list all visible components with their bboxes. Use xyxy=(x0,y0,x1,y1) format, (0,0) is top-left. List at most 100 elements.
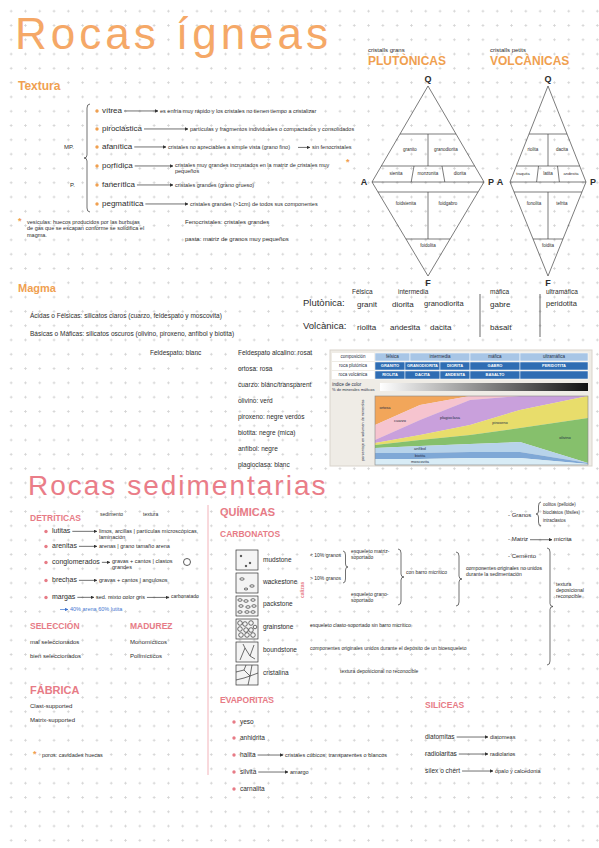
arrow xyxy=(144,128,188,129)
limestone-texture xyxy=(240,555,242,557)
chart-label: moscovita xyxy=(411,460,429,465)
note-text: oolitos (pelloide) xyxy=(543,502,576,507)
photo-table xyxy=(440,371,470,379)
section-heading: CARBONATOS xyxy=(220,530,280,540)
note-text: mal seleccionados xyxy=(30,639,79,646)
note-text: peridotita xyxy=(546,300,577,309)
vertex-label: Q xyxy=(424,74,431,84)
note-text: piroclástica xyxy=(102,124,142,133)
note-text: wackestone xyxy=(263,578,297,585)
note-text: mudstone xyxy=(263,556,292,563)
photo-table xyxy=(520,362,588,370)
note-text: andesita xyxy=(390,323,420,332)
limestone-texture xyxy=(236,573,258,593)
note-text: Básicas o Máficas: silicatos oscuros (ol… xyxy=(30,330,298,337)
table-cell: GRANODIORITA xyxy=(405,364,440,369)
limestone-texture xyxy=(245,633,250,638)
region-label: foidgabro xyxy=(439,201,458,206)
note-text: pegmatítica xyxy=(102,199,143,208)
note-text: radiolarios xyxy=(490,751,515,757)
photo-table xyxy=(470,371,520,379)
note-text: ultramáfica xyxy=(546,288,578,295)
photo-table xyxy=(405,371,440,379)
arrow xyxy=(137,184,173,185)
note-text: sílex o chert xyxy=(425,767,460,774)
section-heading: MADUREZ xyxy=(130,622,173,632)
bullet-dots xyxy=(44,545,47,548)
table-rule xyxy=(480,294,481,337)
note-text: Ácidas o Félsicas: silicatos claros (cua… xyxy=(30,312,298,319)
note-text: limos, arcillas | partículas microscópic… xyxy=(99,528,204,541)
section-heading: SELECCIÓN xyxy=(30,622,80,632)
chart-label: olivino xyxy=(559,436,570,441)
note-text: ópalo y calcedonia xyxy=(495,768,541,774)
table-cell: % de minerales máficos xyxy=(332,388,374,393)
photo-table xyxy=(375,458,588,465)
region-label: foidolita xyxy=(420,243,436,248)
photo-table xyxy=(375,452,588,464)
note-text: riolita xyxy=(357,323,376,332)
note-text: intraclastos xyxy=(543,518,566,523)
note-text: carbonatado xyxy=(171,594,199,600)
axis-label: porcentaje en volumen de minerales xyxy=(362,399,366,460)
arrow xyxy=(79,580,97,581)
note-text: brechas xyxy=(52,576,77,584)
region-label: fonolita xyxy=(527,201,542,206)
note-text: Félsica xyxy=(352,288,373,295)
photo-table xyxy=(375,353,410,361)
note-text: - Granos xyxy=(508,512,531,519)
note-text: gravas + cantos | clastos grandes xyxy=(112,558,180,571)
photo-table xyxy=(375,362,405,370)
asterisk-mark: * xyxy=(33,749,37,759)
region-label: traquita xyxy=(516,172,529,177)
brace xyxy=(547,548,553,665)
limestone-texture xyxy=(240,578,244,580)
photo-table xyxy=(332,371,374,379)
note-text: esqueleto grano-soportado xyxy=(351,592,399,604)
limestone-texture xyxy=(236,665,258,685)
note-text: grainstone xyxy=(263,623,293,630)
bullet-dots xyxy=(44,530,47,533)
section-heading: SILÍCEAS xyxy=(425,701,464,711)
photo-table xyxy=(332,353,374,361)
region-label: granito xyxy=(403,147,417,152)
photo-table xyxy=(405,362,440,370)
page-title: Rocas sedimentarias xyxy=(28,470,327,502)
arrow xyxy=(124,110,158,111)
note-text: ortosa: rosa xyxy=(238,365,272,372)
note-text: Plutònica: xyxy=(303,298,345,309)
brace xyxy=(456,552,462,606)
limestone-texture xyxy=(243,622,248,627)
bullet-dots xyxy=(95,109,98,112)
arrow xyxy=(258,755,283,756)
note-text: yeso xyxy=(240,718,254,725)
limestone-texture xyxy=(240,644,255,660)
note-text: cristales grandes (>1cm) de todos sus co… xyxy=(190,201,318,207)
region-label: latita xyxy=(543,171,553,176)
arrow xyxy=(72,531,97,532)
note-text: esqueleto clasto-soportado sin barro mic… xyxy=(310,623,411,629)
photo-table xyxy=(375,418,588,463)
arrow xyxy=(79,546,97,547)
limestone-texture xyxy=(251,599,255,602)
page-title: Rocas ígneas xyxy=(15,10,332,58)
arrow xyxy=(134,146,166,147)
bullet-dots xyxy=(44,561,47,564)
asterisk-mark: * xyxy=(346,157,350,167)
note-text: micrita xyxy=(554,536,572,543)
note-text: Feldespato alcalino: rosat xyxy=(238,349,312,356)
arrow xyxy=(457,737,488,738)
arrow xyxy=(77,597,94,598)
note-text: conglomerados xyxy=(52,558,100,566)
limestone-texture xyxy=(245,611,249,614)
note-text: Feldespato: blanc xyxy=(150,349,201,356)
chart-label: anfíbol xyxy=(414,447,426,452)
note-text: - Matriz xyxy=(508,536,528,543)
vertex-label: A xyxy=(497,177,504,187)
photo-table xyxy=(330,350,592,466)
section-heading: EVAPORITAS xyxy=(220,696,274,706)
note-text: sin fenocristales xyxy=(312,144,351,150)
note-text: halita xyxy=(240,751,256,758)
bullet-dots xyxy=(95,127,98,130)
table-cell: índice de color xyxy=(332,382,361,387)
